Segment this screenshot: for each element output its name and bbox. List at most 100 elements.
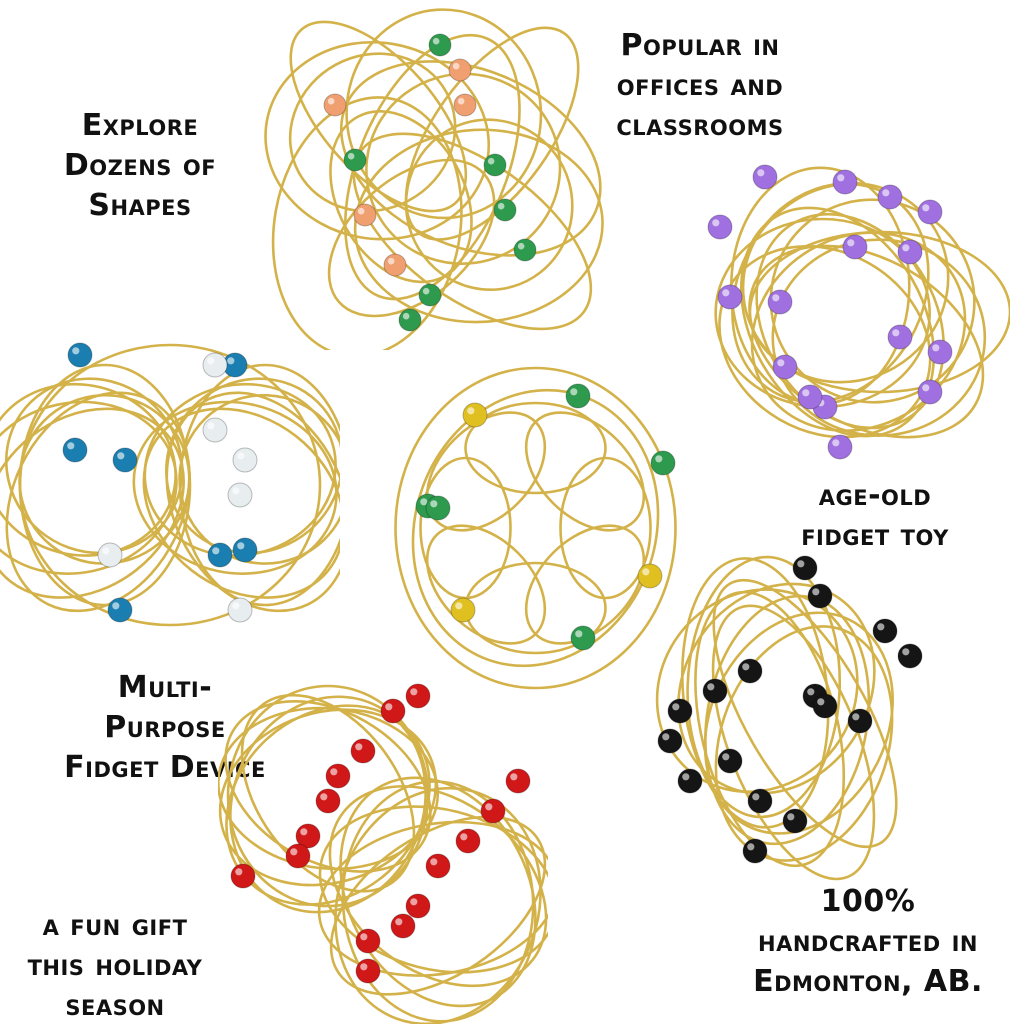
bead: [353, 203, 377, 227]
bead-highlight: [772, 294, 780, 302]
wire-loop: [464, 401, 607, 495]
bead: [323, 93, 347, 117]
bead: [418, 283, 442, 307]
bead: [917, 199, 943, 225]
caption-line: Popular in: [620, 28, 780, 63]
bead-highlight: [227, 357, 235, 365]
wire-loop: [425, 524, 547, 645]
toy-double-red: [218, 683, 548, 1024]
bead-highlight: [807, 688, 815, 696]
bead-highlight: [742, 663, 750, 671]
wire-loop: [686, 555, 842, 819]
wire-loop: [318, 805, 548, 974]
bead-highlight: [67, 442, 75, 450]
bead-highlight: [847, 239, 855, 247]
wire-loop: [264, 40, 491, 241]
caption-line: Explore: [81, 108, 199, 143]
bead: [455, 828, 481, 854]
bead: [812, 693, 838, 719]
caption-handcrafted: 100% handcrafted in Edmonton, AB.: [738, 882, 998, 1002]
wire-loop: [329, 815, 547, 996]
bead-highlight: [712, 219, 720, 227]
wire-loop: [18, 343, 322, 627]
bead: [747, 788, 773, 814]
bead-highlight: [757, 169, 765, 177]
bead: [62, 437, 88, 463]
bead: [752, 164, 778, 190]
bead-highlight: [420, 498, 428, 506]
bead-highlight: [290, 848, 298, 856]
bead: [797, 384, 823, 410]
bead: [570, 625, 596, 651]
bead: [232, 447, 258, 473]
bead: [483, 153, 507, 177]
bead: [650, 450, 676, 476]
bead-highlight: [852, 713, 860, 721]
bead-highlight: [72, 347, 80, 355]
bead-highlight: [747, 843, 755, 851]
bead: [702, 678, 728, 704]
caption-popular: Popular in offices and classrooms: [590, 26, 810, 146]
bead: [842, 234, 868, 260]
bead-highlight: [330, 768, 338, 776]
bead-highlight: [922, 204, 930, 212]
bead: [513, 238, 537, 262]
bead: [355, 928, 381, 954]
bead-highlight: [300, 828, 308, 836]
wire-loop: [317, 820, 548, 977]
bead-highlight: [347, 152, 355, 160]
bead-highlight: [430, 500, 438, 508]
caption-age-old: age-old fidget toy: [770, 476, 980, 556]
bead: [717, 284, 743, 310]
bead: [493, 198, 517, 222]
bead-highlight: [395, 918, 403, 926]
bead-highlight: [892, 329, 900, 337]
caption-line: handcrafted in: [758, 924, 978, 959]
bead: [927, 339, 953, 365]
bead-highlight: [237, 452, 245, 460]
bead: [202, 352, 228, 378]
bead: [112, 447, 138, 473]
wire-loop: [404, 118, 574, 292]
caption-line: classrooms: [616, 108, 784, 143]
bead: [877, 184, 903, 210]
wire-loop: [4, 377, 184, 555]
wire-loop: [655, 588, 859, 794]
bead: [425, 853, 451, 879]
bead: [807, 583, 833, 609]
bead: [717, 748, 743, 774]
caption-line: age-old: [818, 478, 932, 513]
caption-explore-shapes: Explore Dozens of Shapes: [40, 106, 240, 226]
wire-loop: [524, 411, 646, 532]
bead-highlight: [575, 630, 583, 638]
caption-multi-purpose: Multi- Purpose Fidget Device: [60, 668, 270, 788]
bead-highlight: [402, 312, 410, 320]
bead: [390, 913, 416, 939]
bead-highlight: [320, 793, 328, 801]
bead-highlight: [570, 388, 578, 396]
bead: [767, 289, 793, 315]
bead-highlight: [672, 703, 680, 711]
toy-top-peach-green: [264, 8, 604, 350]
caption-line: a fun gift: [42, 908, 188, 943]
bead: [667, 698, 693, 724]
bead: [230, 863, 256, 889]
toy-sphere-purple: [707, 164, 1010, 460]
bead: [398, 308, 422, 332]
wire-loop: [240, 693, 416, 893]
bead-highlight: [722, 753, 730, 761]
caption-line: 100%: [820, 884, 916, 919]
bead-highlight: [360, 963, 368, 971]
caption-fun-gift: a fun gift this holiday season: [10, 906, 220, 1026]
bead: [887, 324, 913, 350]
bead-highlight: [212, 547, 220, 555]
bead: [343, 148, 367, 172]
bead-highlight: [410, 688, 418, 696]
bead: [453, 93, 477, 117]
caption-line: Purpose: [104, 710, 226, 745]
bead: [448, 58, 472, 82]
bead: [565, 383, 591, 409]
bead: [792, 555, 818, 581]
bead-highlight: [510, 773, 518, 781]
bead-highlight: [902, 244, 910, 252]
